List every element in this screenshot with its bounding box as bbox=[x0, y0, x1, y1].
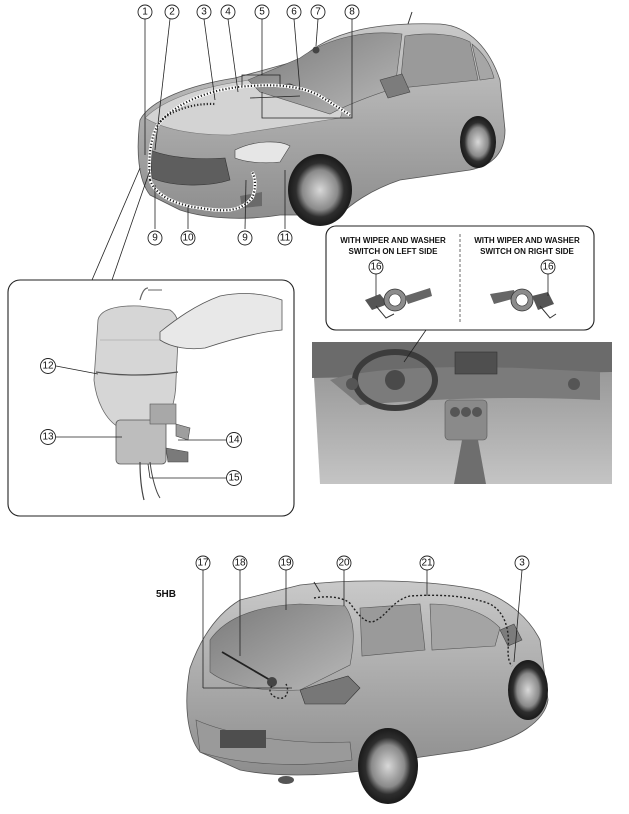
callout-20: 20 bbox=[336, 555, 352, 571]
callout-19: 19 bbox=[278, 555, 294, 571]
svg-text:9: 9 bbox=[242, 233, 248, 244]
left-switch-title-1: WITH WIPER AND WASHER bbox=[340, 236, 446, 245]
front-callouts: 1 2 3 4 5 6 7 8 9 10 9 11 bbox=[137, 4, 360, 246]
svg-text:20: 20 bbox=[338, 558, 350, 569]
svg-text:14: 14 bbox=[228, 435, 240, 446]
callout-9-right: 9 bbox=[237, 230, 253, 246]
svg-text:3: 3 bbox=[201, 7, 207, 18]
switch-callout-box: WITH WIPER AND WASHER SWITCH ON LEFT SID… bbox=[325, 225, 595, 331]
callout-3-rear: 3 bbox=[514, 555, 530, 571]
callout-6: 6 bbox=[286, 4, 302, 20]
callout-7: 7 bbox=[310, 4, 326, 20]
front-washer-hose bbox=[147, 83, 351, 212]
rear-washer-hose bbox=[269, 594, 513, 699]
svg-text:18: 18 bbox=[234, 558, 246, 569]
callout-16-left: 16 bbox=[368, 259, 384, 275]
callout-4: 4 bbox=[220, 4, 236, 20]
svg-text:12: 12 bbox=[42, 361, 54, 372]
rear-callouts: 17 18 19 20 21 3 bbox=[195, 555, 530, 571]
callout-10: 10 bbox=[180, 230, 196, 246]
left-combination-switch: 16 bbox=[365, 259, 432, 319]
svg-text:15: 15 bbox=[228, 473, 240, 484]
svg-text:11: 11 bbox=[280, 233, 291, 244]
svg-text:1: 1 bbox=[142, 7, 148, 18]
callout-17: 17 bbox=[195, 555, 211, 571]
svg-text:3: 3 bbox=[519, 558, 525, 569]
front-car-illustration bbox=[137, 11, 506, 226]
svg-text:4: 4 bbox=[225, 7, 231, 18]
right-switch-title-2: SWITCH ON RIGHT SIDE bbox=[480, 247, 574, 256]
callout-18: 18 bbox=[232, 555, 248, 571]
detail-zoom-lines bbox=[91, 167, 151, 281]
callout-2: 2 bbox=[164, 4, 180, 20]
reservoir-detail-box: 12 13 14 15 bbox=[7, 279, 295, 517]
svg-text:6: 6 bbox=[291, 7, 297, 18]
callout-13: 13 bbox=[40, 429, 56, 445]
front-leader-lines bbox=[144, 18, 353, 230]
svg-text:19: 19 bbox=[280, 558, 292, 569]
left-switch-title-2: SWITCH ON LEFT SIDE bbox=[349, 247, 439, 256]
right-switch-title-1: WITH WIPER AND WASHER bbox=[474, 236, 580, 245]
callout-15: 15 bbox=[226, 470, 242, 486]
right-combination-switch: 16 bbox=[490, 259, 557, 319]
rear-leader-lines bbox=[202, 569, 523, 689]
front-callout-brackets bbox=[241, 26, 353, 119]
svg-text:16: 16 bbox=[370, 262, 382, 273]
svg-text:9: 9 bbox=[152, 233, 158, 244]
svg-text:17: 17 bbox=[197, 558, 209, 569]
callout-11: 11 bbox=[277, 230, 293, 246]
svg-text:5: 5 bbox=[259, 7, 265, 18]
callout-14: 14 bbox=[226, 432, 242, 448]
callout-5: 5 bbox=[254, 4, 270, 20]
svg-text:13: 13 bbox=[42, 432, 54, 443]
rear-car-illustration bbox=[186, 580, 549, 804]
rear-variant-label: 5HB bbox=[156, 589, 176, 600]
svg-text:10: 10 bbox=[182, 233, 194, 244]
callout-9-left: 9 bbox=[147, 230, 163, 246]
callout-21: 21 bbox=[419, 555, 435, 571]
svg-text:2: 2 bbox=[169, 7, 175, 18]
svg-text:16: 16 bbox=[542, 262, 554, 273]
callout-16-right: 16 bbox=[540, 259, 556, 275]
svg-text:21: 21 bbox=[421, 558, 433, 569]
svg-text:7: 7 bbox=[315, 7, 321, 18]
callout-1: 1 bbox=[137, 4, 153, 20]
callout-12: 12 bbox=[40, 358, 56, 374]
svg-text:8: 8 bbox=[349, 7, 355, 18]
callout-8: 8 bbox=[344, 4, 360, 20]
interior-illustration bbox=[312, 329, 612, 484]
callout-3: 3 bbox=[196, 4, 212, 20]
